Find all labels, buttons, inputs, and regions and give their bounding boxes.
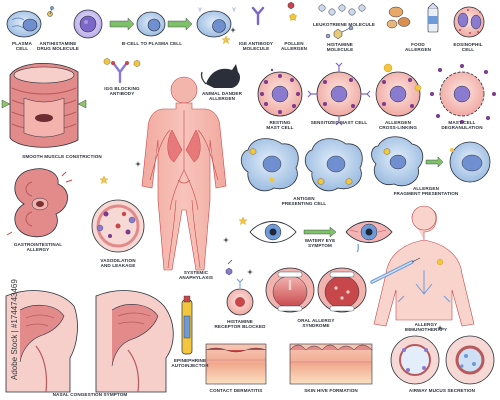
label-nasal-congestion: NASAL CONGESTION SYMPTOM <box>52 392 128 397</box>
histamine-receptor-blocked <box>225 259 254 316</box>
animal-dander-allergen <box>200 64 240 88</box>
b-cell-arrows <box>109 17 193 31</box>
eosinophil-cell <box>453 6 485 38</box>
immunotherapy-torso <box>370 205 475 327</box>
nasal-cavity-left <box>5 290 78 393</box>
contact-dermatitis-skin <box>205 343 267 385</box>
sensitized-mast-cell <box>307 62 371 126</box>
watery-red-eye <box>345 221 393 253</box>
oral-allergy-mouths <box>265 267 367 313</box>
svg-text:Y: Y <box>198 8 202 14</box>
gastrointestinal-tract <box>6 168 73 238</box>
antigen-presenting-cells <box>240 138 363 192</box>
food-allergen <box>386 2 439 33</box>
stock-watermark: Adobe Stock | #1744743469 <box>10 279 19 380</box>
allergen-hexagon <box>287 1 295 10</box>
smooth-muscle-airway <box>1 62 87 148</box>
vasodilation-leakage <box>91 199 145 253</box>
pollen-allergen <box>288 12 298 21</box>
normal-eye <box>249 221 297 243</box>
label-leukotriene: LEUKOTRIENE MOLECULE <box>313 22 375 27</box>
allergen-cross-linking <box>375 63 422 117</box>
eye-arrow <box>303 226 337 238</box>
label-smooth-muscle: SMOOTH MUSCLE CONSTRICTION <box>22 154 102 159</box>
plasma-cell-illustration <box>6 10 42 38</box>
skin-hive-formation <box>289 343 373 385</box>
epinephrine-autoinjector <box>181 295 193 355</box>
airway-mucus-secretion <box>390 335 495 385</box>
label-skin-hive: SKIN HIVE FORMATION <box>304 388 358 393</box>
label-airway-mucus: AIRWAY MUCUS SECRETION <box>408 388 476 393</box>
fragment-presentation-cells <box>371 136 491 187</box>
label-contact-dermatitis: CONTACT DERMATITIS <box>209 388 263 393</box>
human-body-anaphylaxis <box>141 76 227 271</box>
mast-cell-degranulation <box>430 64 496 124</box>
histamine-molecule <box>325 25 354 40</box>
b-cell-illustration <box>73 9 103 39</box>
svg-text:Y: Y <box>232 8 236 14</box>
plasma-cell-final: Y Y <box>196 8 236 38</box>
resting-mast-cell <box>257 68 303 117</box>
ige-antibody-molecule <box>251 6 265 26</box>
label-b-cell: B-CELL TO PLASMA CELL <box>121 41 183 46</box>
label-sensitized-mast: SENSITIZED MAST CELL <box>310 120 368 125</box>
igg-blocking-antibody <box>103 57 141 84</box>
leukotriene-molecule <box>318 4 366 16</box>
antihistamine-molecule <box>47 6 54 17</box>
nasal-cavity-right <box>95 290 174 393</box>
intermediate-cell <box>136 11 166 37</box>
